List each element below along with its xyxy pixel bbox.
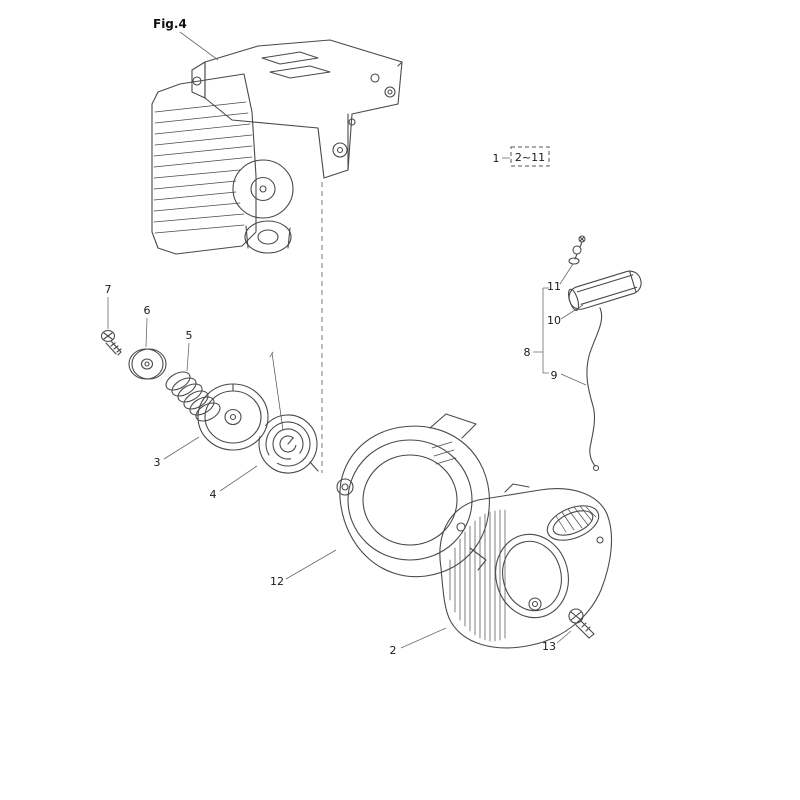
part-9-rope-drawing: [586, 307, 603, 472]
part-4-leader: [219, 465, 258, 492]
part-3: [163, 383, 269, 460]
part-10-starter-handle-drawing: [567, 270, 642, 311]
part-10-leader: [560, 304, 584, 320]
part-13: [556, 608, 595, 644]
part-2: [400, 483, 612, 649]
starter-cover-ribs: [449, 509, 506, 642]
part-10-label: 10: [547, 314, 561, 327]
part-2-label: 2: [390, 644, 397, 657]
part-2-leader: [400, 627, 447, 649]
part-5-label: 5: [186, 329, 193, 342]
part-9-leader: [560, 373, 587, 386]
part-11: [559, 235, 586, 285]
part-10: [560, 270, 642, 320]
part-8-bracket: [533, 287, 549, 374]
part-4-spiral-spring-drawing: [258, 351, 319, 474]
part-number-labels: 7 6 5 3 4 11 10 8 9 12 2 13: [105, 280, 562, 657]
figure-leader-line: [179, 31, 219, 61]
part-11-leader: [559, 263, 574, 285]
assembly-callout: 1 2~11: [493, 146, 550, 167]
part-7-label: 7: [105, 283, 112, 296]
part-12-leader: [285, 549, 337, 580]
callout-1-label: 1: [493, 152, 500, 165]
part-6-washer-drawing: [128, 348, 167, 380]
cooling-fins: [153, 101, 253, 234]
part-5: [165, 342, 221, 422]
part-6: [128, 317, 167, 380]
part-11-label: 11: [547, 280, 561, 293]
part-11-clip-drawing: [568, 235, 586, 265]
part-12-label: 12: [270, 575, 284, 588]
part-2-starter-cover-drawing: [439, 483, 612, 649]
part-8: [533, 287, 549, 374]
part-7: [100, 297, 122, 356]
part-9-label: 9: [551, 369, 558, 382]
part-6-leader: [145, 317, 148, 348]
part-7-screw-drawing: [100, 329, 122, 356]
part-12: [285, 413, 490, 580]
part-5-spring-drawing: [165, 371, 221, 422]
grille-hatch-lines: [555, 505, 597, 533]
part-8-label: 8: [524, 346, 531, 359]
part-3-leader: [163, 436, 200, 460]
callout-range-label: 2~11: [515, 151, 545, 164]
part-13-label: 13: [542, 640, 556, 653]
part-3-pulley-drawing: [197, 383, 269, 451]
part-4: [219, 351, 319, 492]
part-13-screw-drawing: [568, 608, 595, 639]
part-6-label: 6: [144, 304, 151, 317]
part-4-label: 4: [210, 488, 217, 501]
part-3-label: 3: [154, 456, 161, 469]
figure-label: Fig.4: [153, 17, 187, 31]
engine-assembly-drawing: [151, 39, 403, 255]
part-9: [560, 307, 603, 472]
part-5-leader: [186, 342, 190, 372]
part-13-leader: [556, 630, 572, 644]
part-12-fan-cover-drawing: [336, 413, 490, 578]
